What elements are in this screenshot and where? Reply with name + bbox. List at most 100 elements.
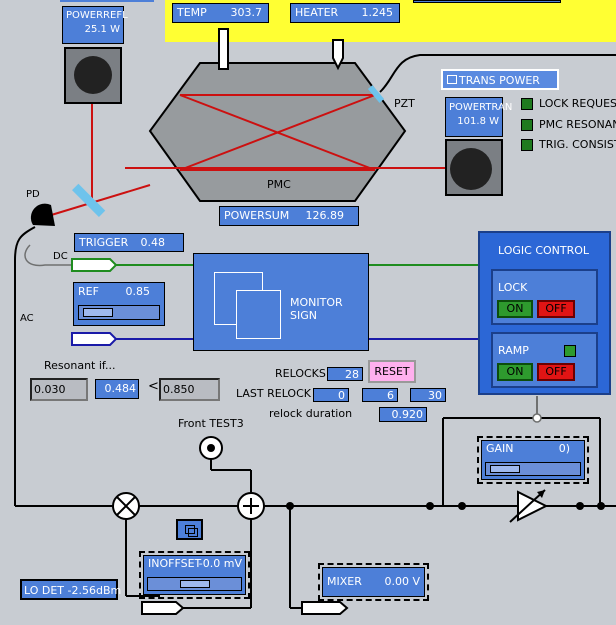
pmc-resonant-indicator <box>521 119 533 131</box>
ramp-label: RAMP <box>498 344 529 357</box>
resonant-low-input[interactable]: 0.030 <box>30 378 88 401</box>
relocks-readout: 28 <box>327 367 363 381</box>
lock-on-button[interactable]: ON <box>497 300 533 318</box>
lodet-value: -2.56dBm <box>67 584 122 597</box>
lock-request-indicator <box>521 98 533 110</box>
ramp-group: RAMP ON OFF <box>491 332 598 388</box>
temp-label: TEMP <box>177 6 207 19</box>
powertran-value: 101.8 W <box>457 116 499 127</box>
inoffset-slider-knob[interactable] <box>180 580 210 588</box>
trans-power-button[interactable]: TRANS POWER <box>441 69 559 90</box>
heater-value: 1.245 <box>361 6 394 19</box>
temp-value: 303.7 <box>230 6 263 19</box>
mixer-readout: MIXER 0.00 V <box>322 567 425 597</box>
relocks-value: 28 <box>345 368 359 381</box>
gain-panel: GAIN 0) <box>481 440 585 480</box>
powertran-panel: POWERTRAN 101.8 W <box>445 97 513 137</box>
window-icon <box>185 525 195 534</box>
resonant-current-value: 0.484 <box>104 382 137 395</box>
inoffset-label: INOFFSET <box>148 557 202 570</box>
inoffset-frame: INOFFSET -0.0 mV <box>139 551 250 599</box>
amplifier <box>517 490 549 522</box>
trig-consist-label: TRIG. CONSIST <box>539 138 616 151</box>
lock-group: LOCK ON OFF <box>491 269 598 325</box>
ref-value: 0.85 <box>125 285 151 298</box>
trigger-readout: TRIGGER 0.48 <box>74 233 184 252</box>
ramp-on-button[interactable]: ON <box>497 363 533 381</box>
last-relock-v2-box: 6 <box>362 388 398 402</box>
powersum-value: 126.89 <box>305 209 345 222</box>
inoffset-slider[interactable] <box>147 577 242 591</box>
monitor-sign-block: MONITOR SIGN <box>193 253 369 351</box>
powersum-label: POWERSUM <box>224 209 290 222</box>
resonant-current: 0.484 <box>95 379 139 399</box>
trigger-value: 0.48 <box>140 236 166 249</box>
trigger-label: TRIGGER <box>79 236 129 249</box>
inoffset-panel: INOFFSET -0.0 mV <box>143 555 246 595</box>
ref-slider-knob[interactable] <box>83 308 113 317</box>
last-relock-label: LAST RELOCK <box>236 387 311 400</box>
gain-label: GAIN <box>486 442 514 455</box>
last-relock-v3-box: 30 <box>410 388 446 402</box>
pd-label: PD <box>26 189 40 200</box>
detector-lens-icon <box>74 56 112 94</box>
last-relock-v1-box: 0 <box>313 388 349 402</box>
last-relock-v2: 6 <box>387 389 394 402</box>
front-test-label: Front TEST3 <box>178 417 244 430</box>
powertran-detector <box>445 139 503 196</box>
relock-duration-box: 0.920 <box>379 407 427 422</box>
temp-probe <box>218 28 229 70</box>
lock-off-button[interactable]: OFF <box>537 300 575 318</box>
ref-label: REF <box>78 285 99 298</box>
pmc-resonant-label: PMC RESONANT <box>539 118 616 131</box>
trans-power-label: TRANS POWER <box>459 74 540 87</box>
lock-request-label: LOCK REQUEST <box>539 97 616 110</box>
resonant-label: Resonant if... <box>44 359 116 372</box>
beamsplitter <box>72 183 106 217</box>
gain-slider[interactable] <box>485 462 581 476</box>
pmc-label: PMC <box>267 178 291 191</box>
detector-lens-icon <box>450 148 492 190</box>
powerrefl-detector <box>64 47 122 104</box>
less-than-symbol: < <box>148 379 159 394</box>
ramp-off-button[interactable]: OFF <box>537 363 575 381</box>
gain-slider-knob[interactable] <box>490 465 520 473</box>
header-top-strip <box>413 0 561 3</box>
window-icon <box>447 75 457 84</box>
ref-panel: REF 0.85 <box>73 282 165 326</box>
resonant-high-input[interactable]: 0.850 <box>159 378 220 401</box>
heater-probe <box>332 39 344 71</box>
header-left-strip <box>60 0 154 2</box>
dc-label: DC <box>53 251 68 262</box>
ac-label: AC <box>20 313 34 324</box>
mixer-label: MIXER <box>327 575 362 588</box>
logic-control-panel: LOGIC CONTROL LOCK ON OFF RAMP ON OFF <box>478 231 611 395</box>
monitor-window-icon-back <box>236 290 281 339</box>
pzt-element <box>367 85 385 103</box>
relock-duration-label: relock duration <box>269 407 353 420</box>
powertran-label: POWERTRAN <box>449 102 513 113</box>
heater-label: HEATER <box>295 6 339 19</box>
mixer-frame: MIXER 0.00 V <box>318 563 429 601</box>
lock-label: LOCK <box>498 281 528 294</box>
logic-title: LOGIC CONTROL <box>498 244 590 257</box>
last-relock-v1: 0 <box>338 389 345 402</box>
relock-duration-value: 0.920 <box>391 408 424 421</box>
ramp-indicator <box>564 345 576 357</box>
monitor-label: MONITOR SIGN <box>290 296 343 322</box>
window-button[interactable] <box>176 519 203 540</box>
ref-slider[interactable] <box>78 305 160 320</box>
photodiode <box>30 203 55 226</box>
relocks-label: RELOCKS <box>275 367 326 380</box>
temp-readout: TEMP 303.7 <box>172 3 269 23</box>
mixer-value: 0.00 V <box>384 575 420 588</box>
gain-value: 0) <box>558 442 570 455</box>
gain-frame: GAIN 0) <box>477 436 589 484</box>
trig-consist-indicator <box>521 139 533 151</box>
window-icon-back <box>188 528 198 537</box>
reset-button[interactable]: RESET <box>368 360 416 383</box>
powerrefl-panel: POWERREFL 25.1 W <box>62 6 128 44</box>
powerrefl-label: POWERREFL <box>66 10 128 21</box>
inoffset-value: -0.0 mV <box>198 557 242 570</box>
